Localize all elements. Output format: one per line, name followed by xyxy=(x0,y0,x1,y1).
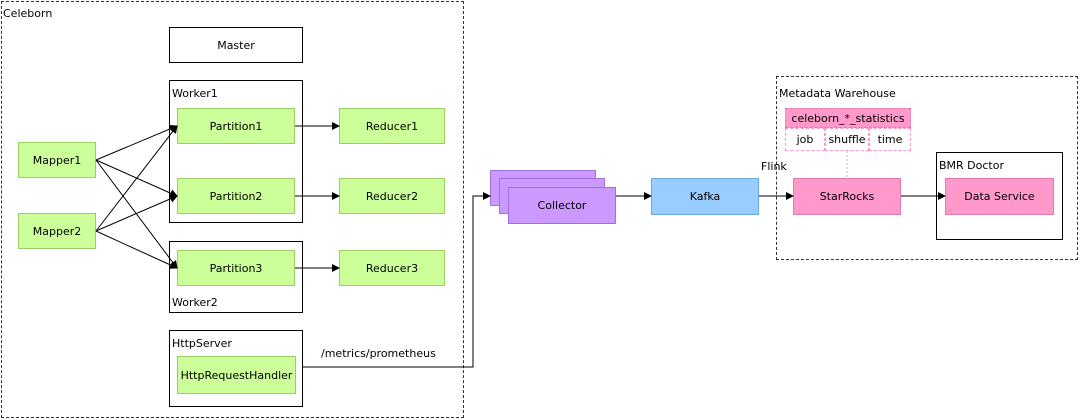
http-server-box xyxy=(169,330,303,407)
starrocks-label: StarRocks xyxy=(819,190,875,203)
collector-label: Collector xyxy=(537,199,587,212)
metrics-path-label: /metrics/prometheus xyxy=(321,347,436,360)
data-service-node: Data Service xyxy=(945,178,1054,215)
column-job-label: job xyxy=(796,133,814,146)
celeborn-title: Celeborn xyxy=(3,7,53,20)
mapper1-node: Mapper1 xyxy=(18,142,96,178)
master-node: Master xyxy=(169,27,303,63)
master-label: Master xyxy=(217,38,255,52)
statistics-column-time: time xyxy=(869,128,911,151)
reducer2-label: Reducer2 xyxy=(365,189,419,203)
edge-mapper2-partition1 xyxy=(95,125,178,232)
column-shuffle-label: shuffle xyxy=(828,133,866,146)
edge-mapper1-partition1 xyxy=(95,125,178,161)
http-request-handler-label: HttpRequestHandler xyxy=(180,368,293,382)
bmr-doctor-title: BMR Doctor xyxy=(939,159,1004,172)
celeborn-cluster xyxy=(1,1,464,418)
mapper2-node: Mapper2 xyxy=(18,213,96,249)
data-service-label: Data Service xyxy=(964,190,1035,203)
worker2-label: Worker2 xyxy=(172,296,218,309)
worker1-label: Worker1 xyxy=(172,87,218,100)
edge-httpserver-collector xyxy=(303,192,491,368)
metadata-warehouse-box xyxy=(776,76,1078,260)
partition1-label: Partition1 xyxy=(209,119,263,133)
partition3-node: Partition3 xyxy=(177,250,295,286)
mapper1-label: Mapper1 xyxy=(32,153,82,167)
reducer1-label: Reducer1 xyxy=(365,119,419,133)
partition3-label: Partition3 xyxy=(209,261,263,275)
kafka-node: Kafka xyxy=(651,178,759,215)
kafka-label: Kafka xyxy=(689,190,721,203)
http-request-handler-node: HttpRequestHandler xyxy=(177,356,296,394)
flink-label: Flink xyxy=(761,160,787,173)
reducer2-node: Reducer2 xyxy=(339,178,445,214)
edge-mapper2-partition2 xyxy=(95,195,178,232)
worker2-box xyxy=(169,241,303,313)
partition1-node: Partition1 xyxy=(177,108,295,144)
partition2-node: Partition2 xyxy=(177,178,295,214)
edge-mapper2-partition3 xyxy=(95,230,178,269)
worker1-box xyxy=(169,80,303,223)
statistics-table-name: celeborn_*_statistics xyxy=(791,111,905,125)
starrocks-node: StarRocks xyxy=(793,178,901,215)
http-server-label: HttpServer xyxy=(172,337,232,350)
column-time-label: time xyxy=(877,133,903,146)
statistics-table-header: celeborn_*_statistics xyxy=(785,108,911,128)
statistics-column-job: job xyxy=(785,128,825,151)
statistics-column-shuffle: shuffle xyxy=(825,128,869,151)
reducer3-label: Reducer3 xyxy=(365,261,419,275)
metadata-warehouse-title: Metadata Warehouse xyxy=(779,87,896,100)
partition2-label: Partition2 xyxy=(209,189,263,203)
mapper2-label: Mapper2 xyxy=(32,224,82,238)
reducer1-node: Reducer1 xyxy=(339,108,445,144)
collector-node: Collector xyxy=(508,187,616,224)
